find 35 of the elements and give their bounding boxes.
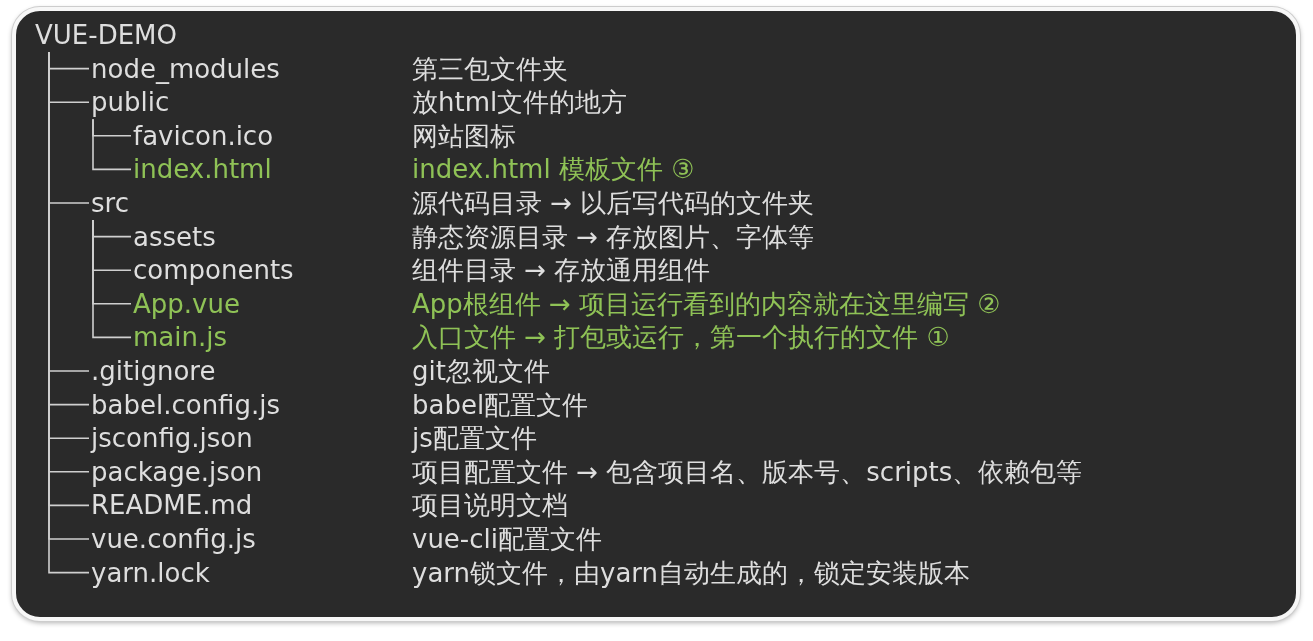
description-text: 第三包文件夹 <box>412 52 568 86</box>
description-text: index.html 模板文件 ③ <box>412 153 695 187</box>
file-name: yarn.lock <box>91 556 210 590</box>
file-name: favicon.ico <box>133 119 274 153</box>
description-text: 静态资源目录 → 存放图片、字体等 <box>412 220 815 254</box>
description-text: 入口文件 → 打包或运行，第一个执行的文件 ① <box>412 321 950 355</box>
file-name: main.js <box>133 321 227 355</box>
description-text: 网站图标 <box>412 119 516 153</box>
description-text: 放html文件的地方 <box>412 86 628 120</box>
file-name: babel.config.js <box>91 388 281 422</box>
file-name: vue.config.js <box>91 523 256 556</box>
description-text: 项目配置文件 → 包含项目名、版本号、scripts、依赖包等 <box>412 455 1083 489</box>
description-text: 源代码目录 → 以后写代码的文件夹 <box>412 187 815 220</box>
file-name: package.json <box>91 455 263 489</box>
file-name: index.html <box>133 153 272 187</box>
file-name: components <box>133 254 294 288</box>
description-text: 项目说明文档 <box>412 489 568 523</box>
description-text: App根组件 → 项目运行看到的内容就在这里编写 ② <box>412 287 1001 321</box>
folder-name: public <box>91 86 170 120</box>
description-text: babel配置文件 <box>412 388 589 422</box>
description-text: js配置文件 <box>412 422 537 456</box>
file-name: .gitignore <box>91 355 216 388</box>
description-text: git忽视文件 <box>412 355 550 388</box>
description-text: vue-cli配置文件 <box>412 523 602 556</box>
folder-name: node_modules <box>91 52 280 86</box>
tree-line <box>92 219 132 339</box>
folder-name: src <box>91 187 129 220</box>
folder-name: VUE-DEMO <box>35 19 177 52</box>
description-text: yarn锁文件，由yarn自动生成的，锁定安装版本 <box>412 556 971 590</box>
file-name: App.vue <box>133 287 240 321</box>
description-text: 组件目录 → 存放通用组件 <box>412 254 711 288</box>
file-name: assets <box>133 220 216 254</box>
file-name: jsconfig.json <box>91 422 253 456</box>
file-name: README.md <box>91 489 253 523</box>
tree-line <box>92 118 132 171</box>
